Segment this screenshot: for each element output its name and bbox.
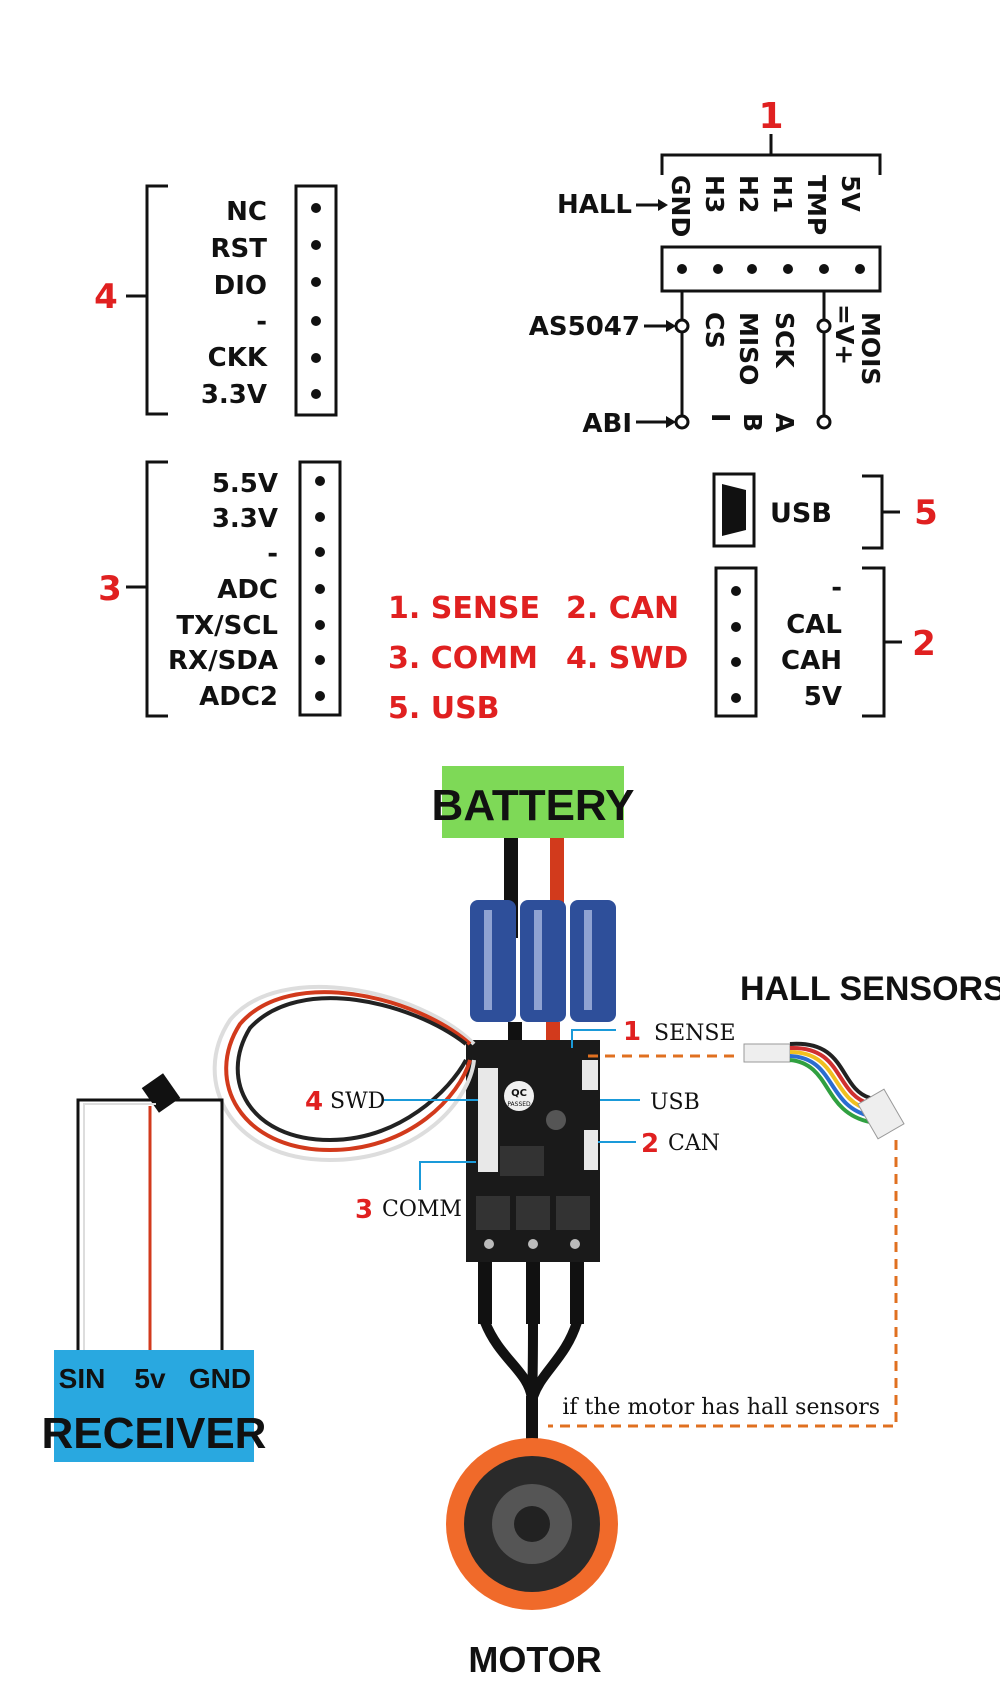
callout-label: CAN — [668, 1131, 720, 1156]
c3-pin-label: 3.3V — [212, 504, 278, 534]
c1-abi-pin-label: A — [770, 413, 799, 433]
c1-top-pin-label: H3 — [700, 175, 729, 213]
receiver-box: SIN 5v GND RECEIVER — [42, 1350, 267, 1462]
board-callouts: 1 SENSE USB 2 CAN 4 SWD 3 COMM — [305, 1017, 736, 1225]
callout-label: USB — [650, 1090, 700, 1115]
connector-4-swd: 4 NC RST DIO - CKK 3.3V — [94, 184, 338, 417]
connector-1-sense: 1 GND H3 H2 H1 TMP 5V HALL AS5047 ABI — [529, 96, 885, 439]
receiver-label: RECEIVER — [42, 1409, 267, 1458]
legend-item: 4. SWD — [566, 641, 688, 676]
c3-pin-label: - — [267, 539, 278, 569]
callout-number: 4 — [305, 1087, 323, 1117]
port-legend: 1. SENSE 2. CAN 3. COMM 4. SWD 5. USB — [388, 591, 688, 726]
connector-2-can: - CAL CAH 5V 2 — [714, 566, 936, 718]
connector-3-number: 3 — [98, 569, 122, 609]
c4-pin-label: - — [256, 307, 267, 337]
connector-5-number: 5 — [914, 493, 938, 533]
c2-pin-label: - — [831, 573, 842, 603]
connector-1-number: 1 — [758, 96, 783, 137]
receiver-pin-label: GND — [189, 1363, 251, 1394]
c1-top-pin-label: TMP — [802, 175, 831, 235]
c3-pin-label: ADC — [217, 575, 278, 605]
callout-number: 3 — [355, 1195, 373, 1225]
legend-item: 3. COMM — [388, 641, 538, 676]
hall-label: HALL — [557, 190, 632, 220]
connector-5-usb: USB 5 — [712, 472, 938, 550]
abi-label: ABI — [582, 409, 632, 439]
c4-pin-label: NC — [226, 197, 267, 227]
c4-pin-label: RST — [211, 234, 268, 264]
motor-illustration — [446, 1438, 618, 1610]
as5047-label: AS5047 — [529, 312, 640, 342]
c1-top-pin-label: 5V — [836, 175, 865, 212]
c3-pin-label: 5.5V — [212, 469, 278, 499]
c1-abi-pin-label: I — [706, 413, 735, 422]
c1-top-pin-label: GND — [666, 175, 695, 237]
callout-number: 1 — [623, 1017, 641, 1047]
hall-note: if the motor has hall sensors — [562, 1395, 880, 1420]
qc-sticker-text: QC — [511, 1088, 527, 1099]
callout-label: SENSE — [654, 1021, 736, 1046]
c1-bottom-pin-label: =V+ — [830, 304, 859, 365]
legend-item: 5. USB — [388, 691, 500, 726]
receiver-pin-label: SIN — [59, 1363, 106, 1394]
hall-sensor-cable — [743, 1041, 905, 1140]
usb-port-label: USB — [770, 498, 832, 529]
c1-top-pin-label: H2 — [734, 175, 763, 213]
receiver-pin-label: 5v — [134, 1363, 166, 1394]
legend-item: 1. SENSE — [388, 591, 540, 626]
c4-pin-label: DIO — [214, 271, 267, 301]
c3-pin-label: RX/SDA — [168, 646, 278, 676]
motor-label: MOTOR — [468, 1639, 601, 1680]
connector-2-number: 2 — [912, 624, 936, 664]
callout-label: SWD — [330, 1089, 385, 1114]
battery-label-box: BATTERY — [432, 766, 635, 838]
c4-pin-label: 3.3V — [201, 380, 267, 410]
c1-bottom-pin-label: MISO — [734, 312, 763, 385]
connector-3-comm: 3 5.5V 3.3V - ADC TX/SCL RX/SDA ADC2 — [98, 460, 342, 718]
c3-pin-label: ADC2 — [199, 682, 278, 712]
callout-number: 2 — [641, 1129, 659, 1159]
c2-pin-label: CAL — [786, 610, 842, 640]
callout-label: COMM — [382, 1197, 462, 1222]
c4-pin-label: CKK — [208, 343, 268, 373]
c2-pin-label: CAH — [781, 646, 842, 676]
legend-item: 2. CAN — [566, 591, 679, 626]
battery-label: BATTERY — [432, 781, 635, 830]
c1-bottom-pin-label: MOIS — [856, 312, 885, 385]
connector-4-number: 4 — [94, 277, 118, 317]
c1-bottom-pin-label: SCK — [770, 312, 799, 369]
qc-sticker-subtext: PASSED — [507, 1101, 531, 1108]
c1-abi-pin-label: B — [738, 413, 767, 432]
c1-top-pin-label: H1 — [768, 175, 797, 213]
hall-sensors-label: HALL SENSORS — [740, 970, 1000, 1008]
c1-bottom-pin-label: CS — [700, 312, 729, 349]
esc-board-illustration: QC PASSED — [466, 1022, 600, 1262]
capacitors-illustration — [470, 900, 616, 1022]
c3-pin-label: TX/SCL — [176, 611, 278, 641]
c2-pin-label: 5V — [804, 682, 842, 712]
